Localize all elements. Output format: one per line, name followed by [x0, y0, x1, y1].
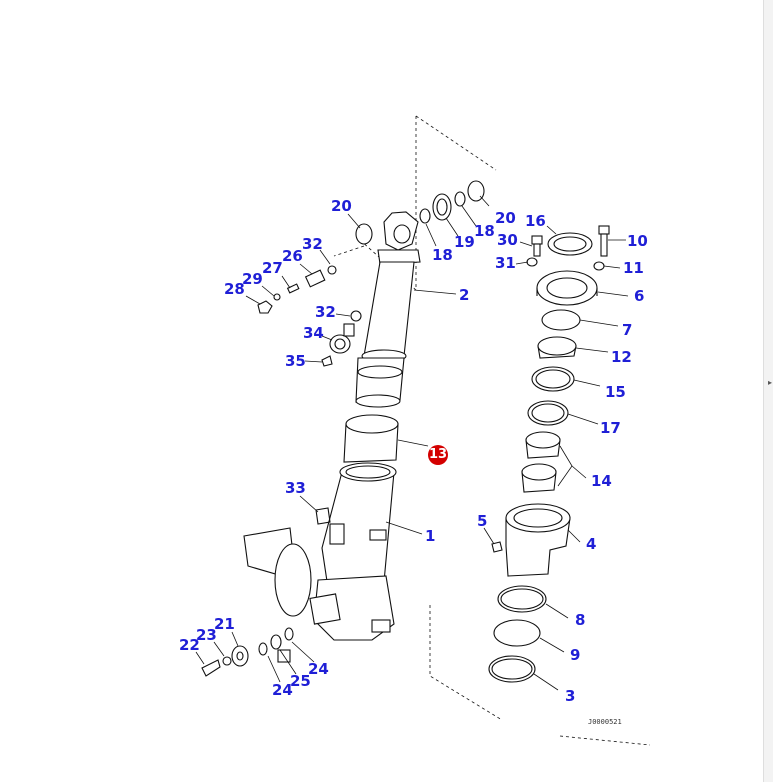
bushing-part	[525, 431, 561, 459]
upper-cylinder-part	[355, 211, 421, 408]
snap-ring-part	[355, 223, 373, 245]
callout-14[interactable]: 14	[591, 472, 612, 490]
callout-17[interactable]: 17	[600, 419, 621, 437]
callout-27[interactable]: 27	[262, 259, 283, 277]
seal-ring-part	[531, 366, 575, 392]
callout-8[interactable]: 8	[575, 611, 586, 629]
callout-26[interactable]: 26	[282, 247, 303, 265]
valve-fitting-part	[329, 323, 355, 354]
ring-part	[547, 232, 593, 256]
seal-ring-part	[527, 400, 569, 426]
bearing-part	[432, 193, 452, 221]
plug-part	[491, 541, 503, 553]
plate-part	[231, 645, 249, 667]
callout-35[interactable]: 35	[285, 352, 306, 370]
washer-part	[526, 257, 538, 267]
callout-33[interactable]: 33	[285, 479, 306, 497]
leader-lines	[195, 195, 629, 691]
shim-part	[270, 634, 282, 650]
callout-31[interactable]: 31	[495, 254, 516, 272]
callout-32[interactable]: 32	[315, 303, 336, 321]
washer-part	[593, 261, 605, 271]
callout-24[interactable]: 24	[308, 660, 329, 678]
nut-part	[257, 300, 273, 314]
callout-23[interactable]: 23	[196, 626, 217, 644]
chevron-right-icon[interactable]: ▸	[767, 378, 772, 387]
callout-16[interactable]: 16	[525, 212, 546, 230]
callout-9[interactable]: 9	[570, 646, 581, 664]
nipple-part	[286, 283, 300, 294]
callout-30[interactable]: 30	[497, 231, 518, 249]
bolt-part	[598, 225, 610, 257]
seal-part	[493, 619, 541, 647]
callout-22[interactable]: 22	[179, 636, 200, 654]
o-ring-part	[488, 655, 536, 683]
callout-5[interactable]: 5	[477, 512, 488, 530]
shim-part	[284, 627, 294, 641]
callout-20[interactable]: 20	[495, 209, 516, 227]
callout-18[interactable]: 18	[432, 246, 453, 264]
lower-housing-part	[243, 462, 397, 641]
callout-18[interactable]: 18	[474, 222, 495, 240]
highlighted-callout-13[interactable]: 13	[428, 445, 448, 465]
callout-20[interactable]: 20	[331, 197, 352, 215]
retainer-part	[505, 503, 571, 577]
callout-19[interactable]: 19	[454, 233, 475, 251]
callout-28[interactable]: 28	[224, 280, 245, 298]
vertical-scrollbar[interactable]	[763, 0, 773, 782]
seal-part	[541, 309, 581, 331]
callout-2[interactable]: 2	[459, 286, 470, 304]
screw-part	[321, 355, 333, 367]
washer-part	[273, 293, 281, 301]
flange-part	[536, 270, 598, 306]
callout-3[interactable]: 3	[565, 687, 576, 705]
callout-15[interactable]: 15	[605, 383, 626, 401]
bushing-part	[521, 463, 557, 493]
callout-10[interactable]: 10	[627, 232, 648, 250]
washer-part	[222, 656, 232, 666]
bushing-part	[537, 336, 577, 359]
adapter-fitting-part	[304, 269, 326, 288]
callout-11[interactable]: 11	[623, 259, 644, 277]
callout-1[interactable]: 1	[425, 527, 436, 545]
callout-12[interactable]: 12	[611, 348, 632, 366]
o-ring-part	[350, 310, 362, 322]
callout-6[interactable]: 6	[634, 287, 645, 305]
o-ring-part	[419, 208, 431, 224]
callout-34[interactable]: 34	[303, 324, 324, 342]
callout-32[interactable]: 32	[302, 235, 323, 253]
bolt-part	[201, 659, 221, 677]
callout-4[interactable]: 4	[586, 535, 597, 553]
shim-part	[258, 642, 268, 656]
seal-washer-part	[327, 265, 337, 275]
drawing-code: J0000521	[588, 718, 622, 726]
callout-29[interactable]: 29	[242, 270, 263, 288]
o-ring-part	[497, 585, 547, 613]
callout-24[interactable]: 24	[272, 681, 293, 699]
bolt-part	[531, 235, 543, 257]
callout-25[interactable]: 25	[290, 672, 311, 690]
callout-7[interactable]: 7	[622, 321, 633, 339]
o-ring-part	[454, 191, 466, 207]
sleeve-part	[343, 414, 399, 463]
callout-21[interactable]: 21	[214, 615, 235, 633]
